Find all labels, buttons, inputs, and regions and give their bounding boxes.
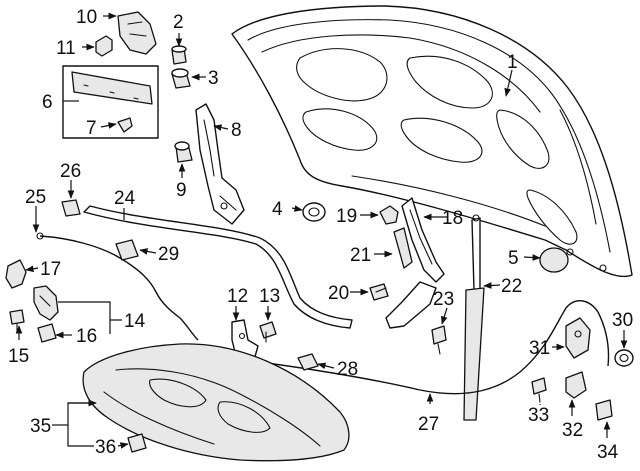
callout-labels: 1 2 3 4 5 6 7 8 9 10 11 12 13 14 15 16 1… xyxy=(8,7,633,463)
clip-29 xyxy=(115,239,139,261)
grommet-4 xyxy=(302,202,326,222)
callout-18: 18 xyxy=(442,208,463,229)
hinge-18 xyxy=(385,197,445,329)
leader-lines xyxy=(15,12,628,449)
cap-5 xyxy=(539,247,569,273)
callout-31: 31 xyxy=(529,338,550,359)
callout-32: 32 xyxy=(562,420,583,441)
callout-23: 23 xyxy=(433,289,454,310)
strip-21 xyxy=(393,227,413,269)
release-cable-25 xyxy=(36,232,199,341)
callout-27: 27 xyxy=(418,414,439,435)
bolt-33 xyxy=(531,377,547,403)
hood-panel xyxy=(231,5,633,278)
callout-11: 11 xyxy=(56,38,76,59)
cable-24 xyxy=(83,205,353,329)
callout-17: 17 xyxy=(40,259,61,280)
callout-14: 14 xyxy=(124,311,146,332)
latch-32 xyxy=(565,371,587,399)
callout-3: 3 xyxy=(208,68,219,89)
bumper-2 xyxy=(171,45,187,65)
callout-12: 12 xyxy=(227,286,248,307)
callout-4: 4 xyxy=(272,199,283,220)
bolt-23 xyxy=(431,325,447,355)
callout-1: 1 xyxy=(507,52,518,73)
hinge-8 xyxy=(195,103,245,225)
clip-34 xyxy=(595,399,613,421)
clip-7 xyxy=(117,117,133,133)
callout-25: 25 xyxy=(25,187,46,208)
callout-20: 20 xyxy=(328,283,349,304)
callout-28: 28 xyxy=(337,359,358,380)
callout-34: 34 xyxy=(597,442,619,463)
callout-16: 16 xyxy=(76,326,97,347)
bolt-13 xyxy=(259,321,277,343)
bolt-20 xyxy=(369,283,389,301)
callout-6: 6 xyxy=(42,92,53,113)
grommet-30 xyxy=(614,349,634,367)
callout-26: 26 xyxy=(60,161,81,182)
callout-19: 19 xyxy=(336,206,357,227)
callout-5: 5 xyxy=(508,248,519,269)
callout-33: 33 xyxy=(528,405,549,426)
bumper-3 xyxy=(171,68,191,89)
callout-15: 15 xyxy=(8,346,29,367)
bracket-12 xyxy=(231,319,259,361)
insulator-pad-35 xyxy=(82,343,350,462)
callout-8: 8 xyxy=(231,120,242,141)
callout-30: 30 xyxy=(612,310,633,331)
hood-seal-strip-box xyxy=(62,65,159,139)
bolt-15 xyxy=(9,309,25,333)
callout-22: 22 xyxy=(501,276,522,297)
latch-31 xyxy=(565,317,591,359)
bracket-16 xyxy=(37,323,57,343)
clip-36 xyxy=(127,433,147,453)
callout-29: 29 xyxy=(158,244,179,265)
release-handle-14 xyxy=(33,285,59,321)
callout-10: 10 xyxy=(76,7,97,28)
callout-21: 21 xyxy=(350,245,371,266)
callout-9: 9 xyxy=(176,180,187,201)
nut-19 xyxy=(379,205,399,225)
callout-35: 35 xyxy=(30,416,51,437)
callout-13: 13 xyxy=(259,286,280,307)
callout-2: 2 xyxy=(173,12,184,33)
callout-36: 36 xyxy=(95,437,116,458)
hinge-cover-10 xyxy=(117,11,157,55)
callout-7: 7 xyxy=(86,118,97,139)
bumper-9 xyxy=(174,141,193,163)
gas-strut-22 xyxy=(463,214,485,421)
nut-11 xyxy=(95,35,113,57)
handle-17 xyxy=(5,259,27,289)
clip-26 xyxy=(61,199,81,217)
callout-24: 24 xyxy=(114,188,136,209)
